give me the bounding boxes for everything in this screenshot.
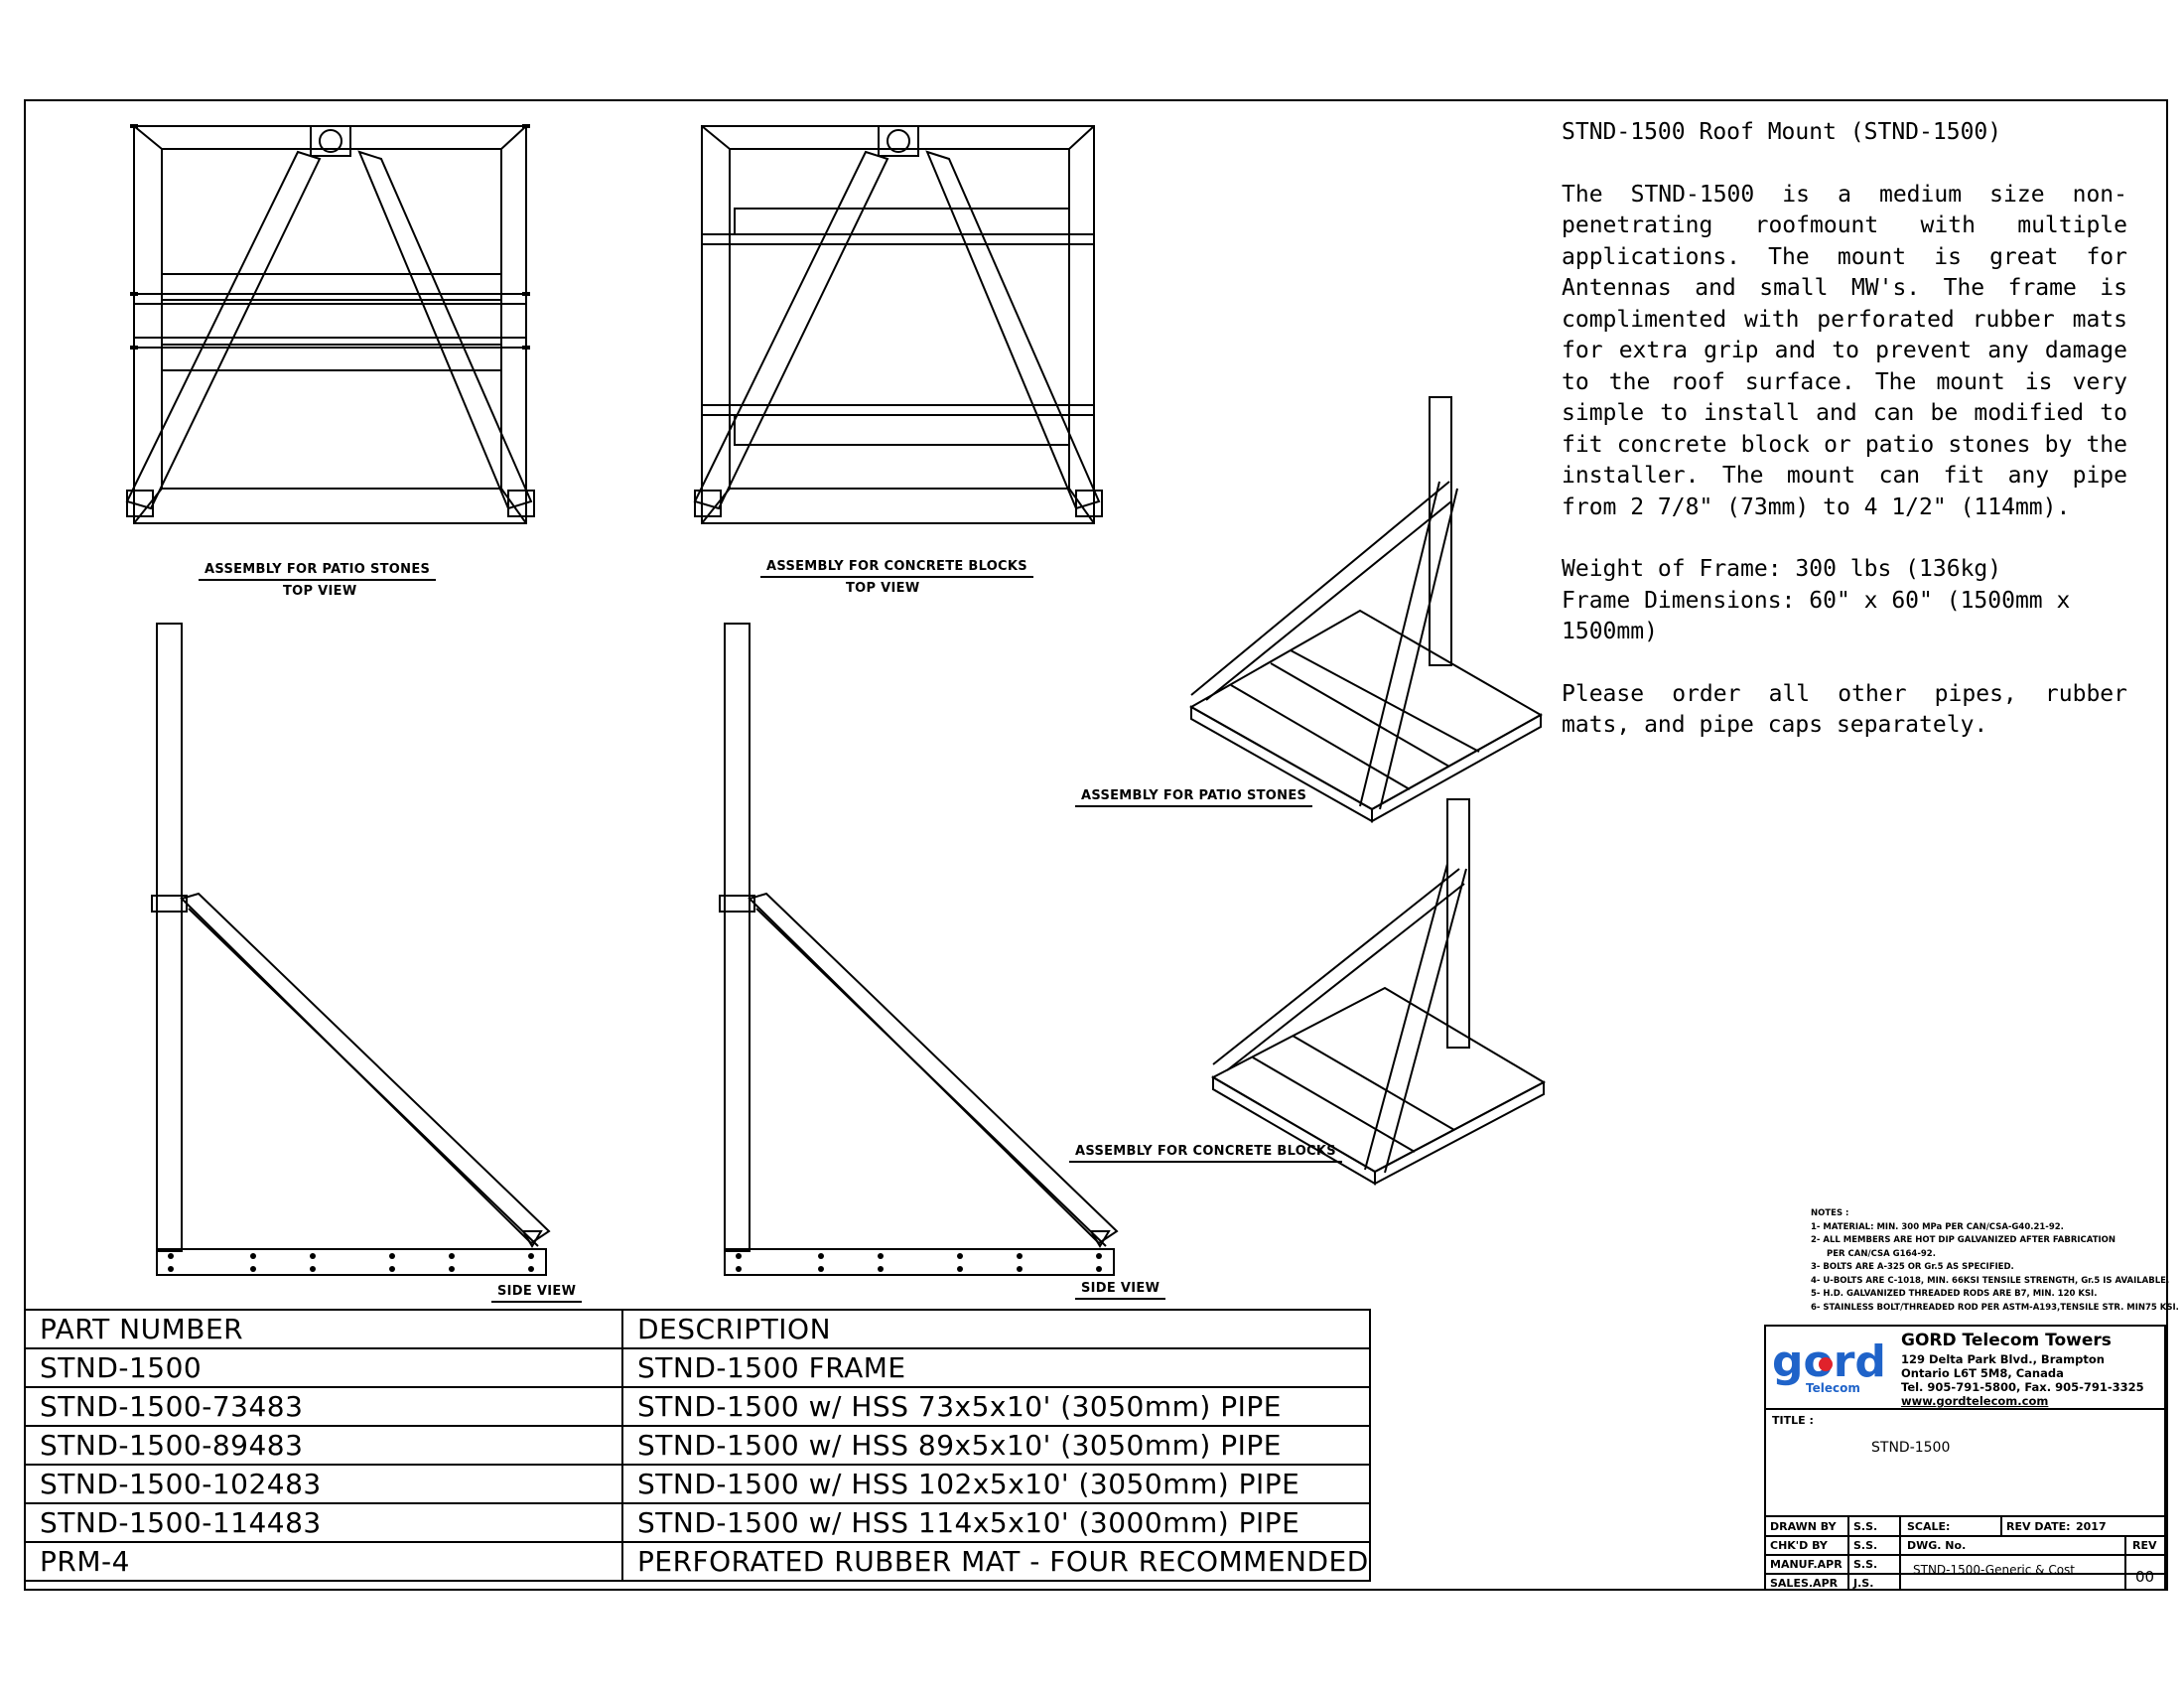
description-cell: STND-1500 w/ HSS 89x5x10' (3050mm) PIPE (621, 1425, 1371, 1466)
part-number-cell: STND-1500 (24, 1347, 623, 1388)
part-number-cell: STND-1500-102483 (24, 1464, 623, 1504)
part-number-cell: PRM-4 (24, 1541, 623, 1582)
column-header-part-number: PART NUMBER (24, 1309, 623, 1349)
product-title: STND-1500 Roof Mount (STND-1500) (1562, 119, 2002, 145)
description-cell: STND-1500 w/ HSS 73x5x10' (3050mm) PIPE (621, 1386, 1371, 1427)
product-body: The STND-1500 is a medium size non-penet… (1562, 181, 2127, 520)
top-view-patio-sublabel: TOP VIEW (283, 584, 357, 599)
part-number-cell: STND-1500-114483 (24, 1502, 623, 1543)
part-number-cell: STND-1500-89483 (24, 1425, 623, 1466)
side-view-1-drawing (151, 623, 551, 1276)
sales-apr-value: J.S. (1853, 1577, 1874, 1590)
iso-patio-label: ASSEMBLY FOR PATIO STONES (1075, 788, 1313, 807)
note-item: 1- MATERIAL: MIN. 300 MPa PER CAN/CSA-G4… (1811, 1221, 2064, 1232)
top-view-patio-label: ASSEMBLY FOR PATIO STONES (199, 562, 437, 581)
table-row: PRM-4 PERFORATED RUBBER MAT - FOUR RECOM… (24, 1541, 1371, 1582)
title-block: gord Telecom GORD Telecom Towers 129 Del… (1764, 1325, 2166, 1591)
table-header-row: PART NUMBER DESCRIPTION (24, 1309, 1371, 1349)
note-item: 4- U-BOLTS ARE C-1018, MIN. 66KSI TENSIL… (1811, 1275, 2170, 1286)
part-number-cell: STND-1500-73483 (24, 1386, 623, 1427)
manuf-apr-value: S.S. (1853, 1558, 1878, 1571)
product-description: STND-1500 Roof Mount (STND-1500) The STN… (1562, 117, 2127, 742)
description-cell: STND-1500 FRAME (621, 1347, 1371, 1388)
top-view-patio-drawing (125, 124, 535, 524)
table-row: STND-1500-89483 STND-1500 w/ HSS 89x5x10… (24, 1425, 1371, 1466)
notes-heading: NOTES : (1811, 1208, 1849, 1218)
iso-patio-drawing (1188, 396, 1544, 823)
logo-subtext: Telecom (1806, 1381, 1860, 1395)
company-address-1: 129 Delta Park Blvd., Brampton (1901, 1352, 2105, 1366)
description-cell: STND-1500 w/ HSS 102x5x10' (3050mm) PIPE (621, 1464, 1371, 1504)
dwg-no-value: STND-1500-Generic & Cost (1913, 1563, 2076, 1577)
parts-table: PART NUMBER DESCRIPTION STND-1500 STND-1… (24, 1309, 1371, 1582)
top-view-concrete-drawing (693, 125, 1103, 524)
table-row: STND-1500-73483 STND-1500 w/ HSS 73x5x10… (24, 1386, 1371, 1427)
company-address-2: Ontario L6T 5M8, Canada (1901, 1366, 2064, 1380)
order-note: Please order all other pipes, rubber mat… (1562, 680, 2127, 739)
rev-label: REV (2132, 1539, 2157, 1552)
description-cell: STND-1500 w/ HSS 114x5x10' (3000mm) PIPE (621, 1502, 1371, 1543)
table-row: STND-1500-114483 STND-1500 w/ HSS 114x5x… (24, 1502, 1371, 1543)
company-web: www.gordtelecom.com (1901, 1394, 2049, 1408)
drawing-sheet-border (24, 99, 2168, 1591)
title-value: STND-1500 (1871, 1440, 1951, 1456)
note-item: 5- H.D. GALVANIZED THREADED RODS ARE B7,… (1811, 1289, 2098, 1299)
side-view-2-drawing (719, 623, 1119, 1276)
chkd-by-value: S.S. (1853, 1539, 1878, 1552)
table-row: STND-1500-102483 STND-1500 w/ HSS 102x5x… (24, 1464, 1371, 1504)
gord-logo: gord Telecom (1772, 1336, 1883, 1395)
top-view-concrete-sublabel: TOP VIEW (846, 581, 920, 596)
title-label: TITLE : (1772, 1414, 1814, 1427)
side-view-1-label: SIDE VIEW (491, 1284, 583, 1303)
description-cell: PERFORATED RUBBER MAT - FOUR RECOMMENDED (621, 1541, 1371, 1582)
iso-concrete-label: ASSEMBLY FOR CONCRETE BLOCKS (1069, 1144, 1342, 1163)
drawn-by-value: S.S. (1853, 1520, 1878, 1533)
scale-label: SCALE: (1907, 1520, 1951, 1533)
iso-concrete-drawing (1210, 798, 1547, 1186)
drawn-by-label: DRAWN BY (1770, 1520, 1837, 1533)
chkd-by-label: CHK'D BY (1770, 1539, 1828, 1552)
company-name: GORD Telecom Towers (1901, 1331, 2112, 1350)
side-view-2-label: SIDE VIEW (1075, 1281, 1166, 1300)
notes-block: NOTES : 1- MATERIAL: MIN. 300 MPa PER CA… (1811, 1207, 2179, 1315)
dwg-no-label: DWG. No. (1907, 1539, 1967, 1552)
company-phone: Tel. 905-791-5800, Fax. 905-791-3325 (1901, 1380, 2144, 1394)
frame-weight: Weight of Frame: 300 lbs (136kg) (1562, 556, 2002, 582)
note-item: 3- BOLTS ARE A-325 OR Gr.5 AS SPECIFIED. (1811, 1262, 2014, 1272)
frame-dimensions: Frame Dimensions: 60" x 60" (1500mm x 15… (1562, 587, 2071, 645)
top-view-concrete-label: ASSEMBLY FOR CONCRETE BLOCKS (760, 559, 1033, 578)
sales-apr-label: SALES.APR (1770, 1577, 1839, 1590)
rev-date-value: 2017 (2076, 1520, 2107, 1533)
note-item: 6- STAINLESS BOLT/THREADED ROD PER ASTM-… (1811, 1302, 2179, 1313)
column-header-description: DESCRIPTION (621, 1309, 1371, 1349)
rev-date-label: REV DATE: (2006, 1520, 2071, 1533)
rev-value: 00 (2135, 1568, 2155, 1586)
note-item: PER CAN/CSA G164-92. (1827, 1248, 1936, 1259)
note-item: 2- ALL MEMBERS ARE HOT DIP GALVANIZED AF… (1811, 1235, 2116, 1245)
manuf-apr-label: MANUF.APR (1770, 1558, 1843, 1571)
table-row: STND-1500 STND-1500 FRAME (24, 1347, 1371, 1388)
logo-red-dot (1819, 1357, 1833, 1371)
